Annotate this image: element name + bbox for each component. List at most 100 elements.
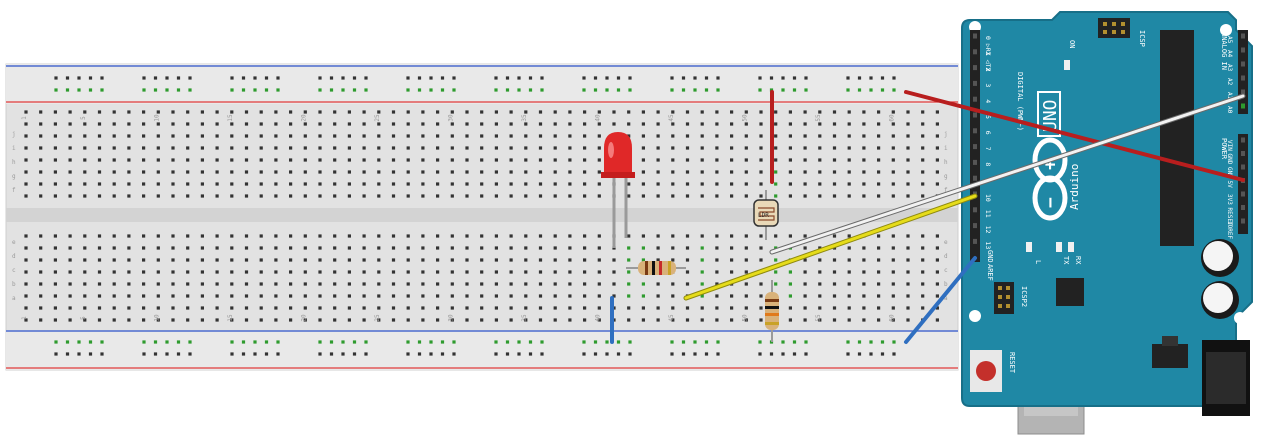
digital-pin[interactable] bbox=[973, 96, 977, 102]
breadboard-hole bbox=[436, 246, 440, 250]
breadboard-hole bbox=[877, 282, 881, 286]
wire-blue-ground-to-gnd[interactable] bbox=[904, 256, 977, 344]
breadboard-hole bbox=[54, 352, 58, 356]
breadboard-hole bbox=[847, 270, 851, 274]
analog-pin[interactable] bbox=[1241, 89, 1245, 95]
breadboard-hole bbox=[671, 158, 675, 162]
breadboard-hole bbox=[274, 246, 278, 250]
breadboard-hole bbox=[616, 88, 621, 92]
breadboard-hole bbox=[230, 294, 234, 298]
breadboard-hole bbox=[429, 340, 433, 344]
breadboard-hole bbox=[832, 306, 837, 310]
breadboard-hole bbox=[803, 234, 807, 238]
breadboard-hole bbox=[377, 294, 381, 298]
breadboard-hole bbox=[847, 158, 851, 162]
breadboard-hole bbox=[681, 76, 686, 80]
breadboard-hole bbox=[524, 318, 528, 322]
breadboard-hole bbox=[450, 134, 454, 138]
analog-pin[interactable] bbox=[1241, 61, 1245, 67]
analog-pin[interactable] bbox=[1241, 103, 1245, 109]
arduino-brand-text: Arduino bbox=[1068, 164, 1081, 210]
breadboard-hole bbox=[450, 246, 454, 250]
digital-pin[interactable] bbox=[973, 159, 977, 165]
breadboard-hole bbox=[264, 76, 269, 80]
power-pin[interactable] bbox=[1241, 137, 1245, 143]
breadboard-hole bbox=[509, 258, 513, 262]
breadboard-hole bbox=[289, 194, 293, 198]
breadboard-hole bbox=[906, 234, 910, 238]
digital-pin[interactable] bbox=[973, 144, 977, 150]
breadboard-hole bbox=[421, 294, 425, 298]
breadboard-hole bbox=[142, 194, 146, 198]
power-pin[interactable] bbox=[1241, 191, 1245, 197]
breadboard-hole bbox=[538, 306, 543, 310]
breadboard-hole bbox=[891, 134, 895, 138]
breadboard-hole bbox=[362, 158, 366, 162]
breadboard-hole bbox=[769, 88, 774, 92]
digital-pin[interactable] bbox=[973, 49, 977, 55]
breadboard-hole bbox=[877, 146, 881, 150]
reset-button[interactable] bbox=[976, 361, 996, 381]
digital-pin[interactable] bbox=[973, 80, 977, 86]
power-pin[interactable] bbox=[1241, 218, 1245, 224]
breadboard-hole bbox=[259, 258, 263, 262]
breadboard-hole bbox=[156, 182, 160, 186]
breadboard-hole bbox=[715, 258, 719, 262]
breadboard-hole bbox=[253, 340, 257, 344]
breadboard-hole bbox=[524, 294, 528, 298]
digital-pin[interactable] bbox=[973, 175, 977, 181]
breadboard-hole bbox=[509, 146, 513, 150]
breadboard-hole bbox=[440, 340, 445, 344]
breadboard-hole bbox=[333, 258, 337, 262]
breadboard-hole bbox=[906, 134, 910, 138]
digital-pin[interactable] bbox=[973, 207, 977, 213]
digital-pin[interactable] bbox=[973, 112, 977, 118]
analog-pin[interactable] bbox=[1241, 75, 1245, 81]
breadboard-hole bbox=[39, 282, 43, 286]
power-pin[interactable] bbox=[1241, 164, 1245, 170]
uno-logo-text: UNO bbox=[1040, 99, 1061, 132]
breadboard-hole bbox=[215, 134, 219, 138]
breadboard-hole bbox=[77, 88, 81, 92]
breadboard-hole bbox=[303, 234, 307, 238]
digital-pin[interactable] bbox=[973, 238, 977, 244]
breadboard-hole bbox=[142, 88, 146, 92]
breadboard-hole bbox=[528, 88, 533, 92]
breadboard-hole bbox=[862, 170, 866, 174]
breadboard-hole bbox=[68, 146, 72, 150]
digital-pin[interactable] bbox=[973, 128, 977, 134]
breadboard-hole bbox=[862, 294, 866, 298]
breadboard-hole bbox=[127, 270, 131, 274]
breadboard-hole bbox=[171, 318, 175, 322]
breadboard-hole bbox=[127, 246, 131, 250]
analog-pin[interactable] bbox=[1241, 47, 1245, 53]
power-pin[interactable] bbox=[1241, 205, 1245, 210]
breadboard-hole bbox=[524, 258, 528, 262]
breadboard-hole bbox=[804, 76, 808, 80]
breadboard-hole bbox=[83, 234, 87, 238]
digital-pin[interactable] bbox=[973, 65, 977, 71]
wire-yellow-to-pin10[interactable] bbox=[684, 194, 977, 300]
breadboard-hole bbox=[230, 134, 234, 138]
breadboard-hole bbox=[788, 234, 792, 238]
digital-pin[interactable] bbox=[973, 223, 977, 229]
breadboard-hole bbox=[264, 88, 269, 92]
breadboard-hole bbox=[597, 306, 601, 310]
row-letter: b bbox=[12, 281, 16, 288]
breadboard-hole bbox=[54, 340, 58, 344]
power-pin[interactable] bbox=[1241, 151, 1245, 156]
wire-white-to-a0[interactable] bbox=[770, 94, 1245, 254]
breadboard-hole bbox=[891, 158, 895, 162]
breadboard-hole bbox=[716, 88, 720, 92]
breadboard-hole bbox=[616, 340, 621, 344]
breadboard-hole bbox=[171, 270, 175, 274]
breadboard-hole bbox=[24, 234, 28, 238]
breadboard-hole bbox=[274, 258, 278, 262]
breadboard-hole bbox=[480, 170, 484, 174]
analog-pin[interactable] bbox=[1241, 33, 1245, 39]
wire-red-rail-to-5v[interactable] bbox=[904, 90, 1245, 182]
breadboard-hole bbox=[244, 146, 249, 150]
breadboard-hole bbox=[612, 122, 616, 126]
breadboard-hole bbox=[24, 246, 28, 250]
digital-pin[interactable] bbox=[973, 33, 977, 39]
